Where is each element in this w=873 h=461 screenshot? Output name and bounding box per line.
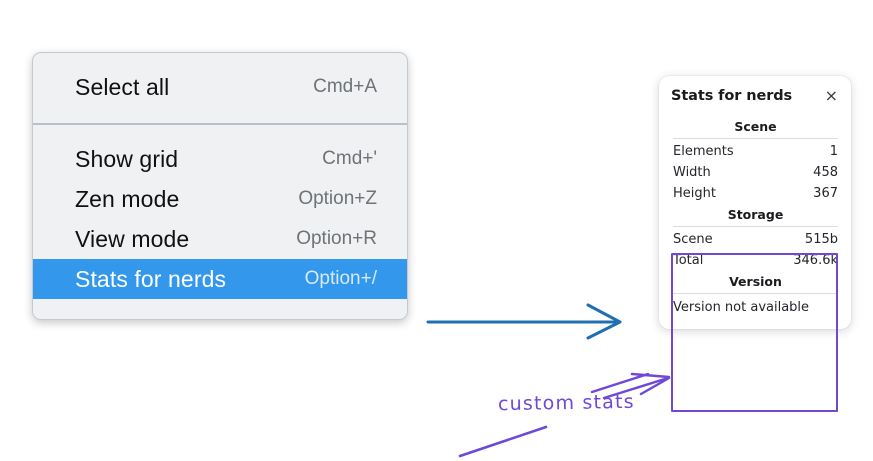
stats-row-key: Width — [673, 165, 711, 180]
stats-row-value: 1 — [829, 144, 838, 159]
stats-row-value: 515b — [804, 232, 838, 247]
section-heading: Storage — [727, 207, 784, 222]
context-menu[interactable]: Select all Cmd+A Show grid Cmd+' Zen mod… — [32, 52, 408, 320]
menu-item-shortcut: Cmd+' — [322, 148, 377, 169]
menu-item-shortcut: Option+Z — [298, 188, 377, 209]
blue-arrow — [426, 303, 622, 340]
purple-underline-stroke-bottom — [458, 425, 548, 458]
menu-item-label: Stats for nerds — [75, 265, 227, 292]
stats-panel-title: Stats for nerds — [671, 88, 793, 104]
menu-group-2: Show grid Cmd+' Zen mode Option+Z View m… — [33, 125, 407, 299]
stats-row-key: Elements — [673, 144, 734, 159]
stats-for-nerds-panel[interactable]: Stats for nerds × Scene Elements 1 Width… — [659, 76, 851, 329]
menu-item-zen-mode[interactable]: Zen mode Option+Z — [33, 179, 407, 219]
stats-row-scene: Scene 515b — [671, 229, 840, 250]
menu-item-shortcut: Option+/ — [304, 268, 377, 289]
section-rule — [673, 293, 838, 294]
close-icon[interactable]: × — [824, 86, 838, 105]
stats-row-height: Height 367 — [671, 183, 840, 204]
menu-item-stats-for-nerds[interactable]: Stats for nerds Option+/ — [33, 259, 407, 299]
menu-item-show-grid[interactable]: Show grid Cmd+' — [33, 139, 407, 179]
menu-item-label: Select all — [75, 73, 170, 100]
section-rule — [673, 138, 838, 139]
section-rule — [673, 226, 838, 227]
menu-item-shortcut: Cmd+A — [313, 76, 377, 97]
stats-row-total: Total 346.6k — [671, 250, 840, 271]
purple-underline-stroke-top — [590, 372, 650, 394]
stats-row-elements: Elements 1 — [671, 141, 840, 162]
stats-row-value: 367 — [813, 186, 838, 201]
section-heading: Version — [729, 274, 782, 289]
menu-divider — [33, 123, 407, 125]
stats-row-key: Total — [673, 253, 704, 268]
version-note: Version not available — [673, 300, 810, 315]
menu-item-label: Zen mode — [75, 185, 180, 212]
stats-row-key: Scene — [673, 232, 713, 247]
menu-item-label: View mode — [75, 225, 190, 252]
stats-row-width: Width 458 — [671, 162, 840, 183]
menu-item-label: Show grid — [75, 145, 179, 172]
section-heading: Scene — [734, 119, 777, 134]
menu-group-1: Select all Cmd+A — [33, 53, 407, 123]
stats-section-version: Version Version not available — [671, 271, 840, 317]
stats-row-value: 458 — [813, 165, 838, 180]
menu-item-view-mode[interactable]: View mode Option+R — [33, 219, 407, 259]
menu-item-shortcut: Option+R — [296, 228, 377, 249]
stats-row-key: Height — [673, 186, 716, 201]
menu-footer — [33, 299, 407, 319]
menu-item-select-all[interactable]: Select all Cmd+A — [33, 67, 407, 107]
stats-section-storage: Storage Scene 515b Total 346.6k — [671, 204, 840, 271]
stats-row-value: 346.6k — [793, 253, 838, 268]
stats-section-scene: Scene Elements 1 Width 458 Height 367 — [671, 116, 840, 204]
stats-panel-titlebar: Stats for nerds × — [671, 86, 840, 105]
handwritten-annotation-label: custom stats — [497, 390, 635, 416]
